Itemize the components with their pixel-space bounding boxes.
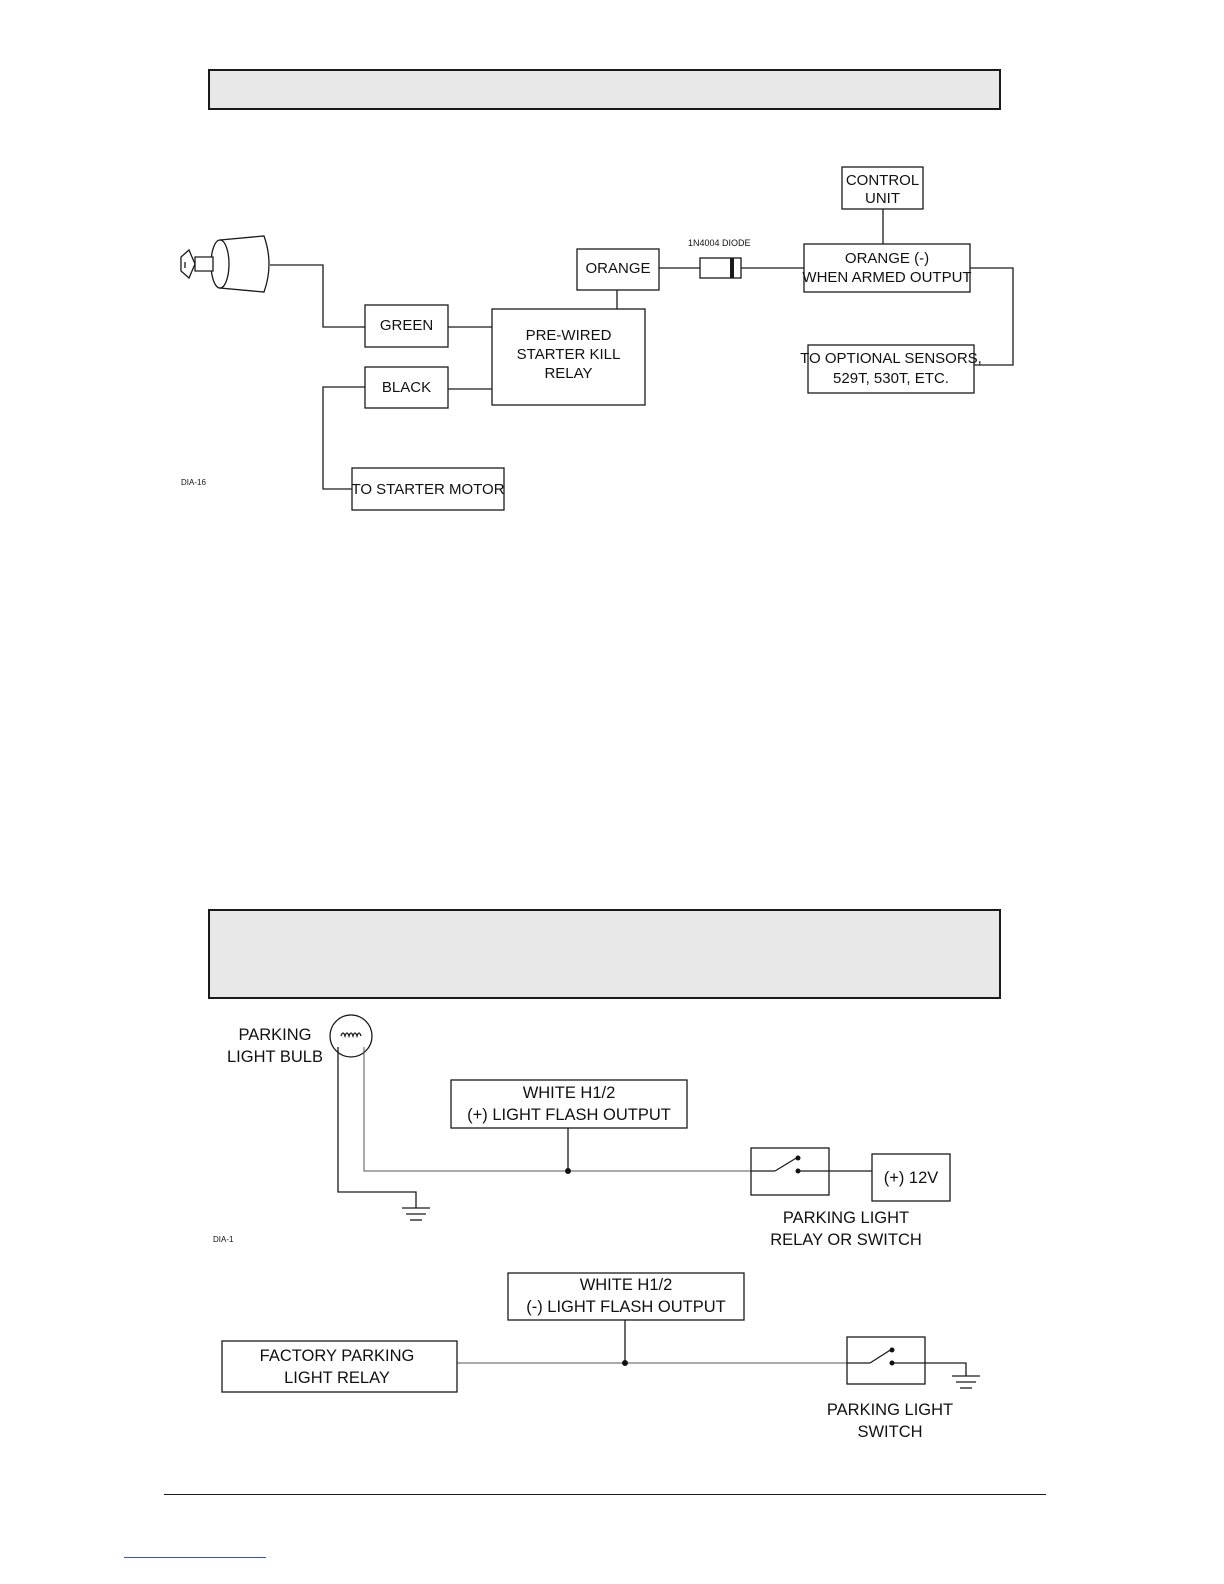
starter-kill-diagram: GREEN BLACK PRE-WIRED STARTER KILL RELAY… bbox=[180, 166, 1014, 511]
bulb-icon bbox=[329, 1014, 373, 1058]
sensors-label-line-1: TO OPTIONAL SENSORS, bbox=[800, 350, 982, 367]
relay-label-line-3: RELAY bbox=[544, 365, 592, 382]
positive-output-label-line-2: (+) LIGHT FLASH OUTPUT bbox=[467, 1106, 671, 1124]
wire-bulb-to-ground bbox=[337, 1047, 417, 1208]
relay-switch-label-line-2: RELAY OR SWITCH bbox=[770, 1231, 922, 1249]
negative-output-label-line-1: WHITE H1/2 bbox=[580, 1276, 673, 1294]
relay-label-line-2: STARTER KILL bbox=[517, 346, 621, 363]
factory-parking-light-relay-box bbox=[221, 1340, 458, 1393]
positive-flash-output-box bbox=[450, 1079, 688, 1129]
armed-output-label-line-1: ORANGE (-) bbox=[845, 250, 929, 267]
control-unit-label-line-1: CONTROL bbox=[846, 172, 919, 189]
starter-motor-box bbox=[351, 467, 505, 511]
bulb-label-line-1: PARKING bbox=[238, 1026, 311, 1044]
negative-flash-output-box bbox=[507, 1272, 745, 1321]
wire-output-to-sensors bbox=[970, 267, 1014, 366]
diode-label: 1N4004 DIODE bbox=[688, 238, 751, 248]
black-wire-label: BLACK bbox=[382, 379, 431, 396]
black-wire-box bbox=[364, 366, 449, 409]
sensors-label-line-2: 529T, 530T, ETC. bbox=[833, 370, 949, 387]
orange-wire-label: ORANGE bbox=[585, 260, 650, 277]
bulb-label-line-2: LIGHT BULB bbox=[227, 1048, 323, 1066]
orange-wire-box bbox=[576, 248, 660, 291]
diode-icon bbox=[699, 257, 742, 279]
light-flash-diagram: PARKING LIGHT BULB WHITE H1/2 (+) LIGHT … bbox=[213, 1014, 980, 1441]
factory-relay-label-line-1: FACTORY PARKING bbox=[260, 1347, 415, 1365]
wire-key-to-green bbox=[270, 264, 365, 328]
switch-label-line-2: SWITCH bbox=[857, 1423, 922, 1441]
relay-switch-label-line-1: PARKING LIGHT bbox=[783, 1209, 909, 1227]
armed-output-label-line-2: WHEN ARMED OUTPUT bbox=[802, 269, 971, 286]
wire-bulb-to-switch bbox=[363, 1047, 751, 1172]
switch-label-line-1: PARKING LIGHT bbox=[827, 1401, 953, 1419]
parking-light-switch-icon bbox=[846, 1336, 926, 1385]
negative-output-label-line-2: (-) LIGHT FLASH OUTPUT bbox=[526, 1298, 726, 1316]
positive-output-label-line-1: WHITE H1/2 bbox=[523, 1084, 616, 1102]
relay-label-line-1: PRE-WIRED bbox=[526, 327, 612, 344]
control-unit-label-line-2: UNIT bbox=[865, 190, 900, 207]
section-header-bar-top bbox=[208, 69, 1001, 110]
wire-switch-to-ground bbox=[925, 1362, 967, 1376]
control-unit-box bbox=[841, 166, 924, 210]
starter-kill-relay-box bbox=[491, 308, 646, 406]
armed-output-box bbox=[803, 243, 971, 293]
optional-sensors-box bbox=[807, 344, 975, 394]
section-header-bar-bottom bbox=[208, 909, 1001, 999]
footer-divider bbox=[164, 1494, 1046, 1495]
diagram-id-tag-top: DIA-16 bbox=[181, 478, 206, 487]
junction-dot-negative bbox=[622, 1360, 628, 1366]
ground-icon-negative-circuit bbox=[952, 1375, 980, 1389]
diagram-id-tag-bottom: DIA-1 bbox=[213, 1235, 234, 1244]
positive-12v-label: (+) 12V bbox=[884, 1169, 939, 1187]
wire-black-to-starter bbox=[322, 386, 365, 490]
junction-dot-positive bbox=[565, 1168, 571, 1174]
green-wire-box bbox=[364, 304, 449, 348]
factory-relay-label-line-2: LIGHT RELAY bbox=[284, 1369, 390, 1387]
key-ignition-icon bbox=[180, 235, 270, 293]
footer-link-underline[interactable] bbox=[124, 1557, 266, 1558]
positive-12v-box bbox=[871, 1153, 951, 1202]
parking-light-relay-switch-icon bbox=[750, 1147, 830, 1196]
ground-icon-positive-circuit bbox=[402, 1207, 430, 1221]
starter-motor-label: TO STARTER MOTOR bbox=[351, 481, 504, 498]
green-wire-label: GREEN bbox=[380, 317, 433, 334]
